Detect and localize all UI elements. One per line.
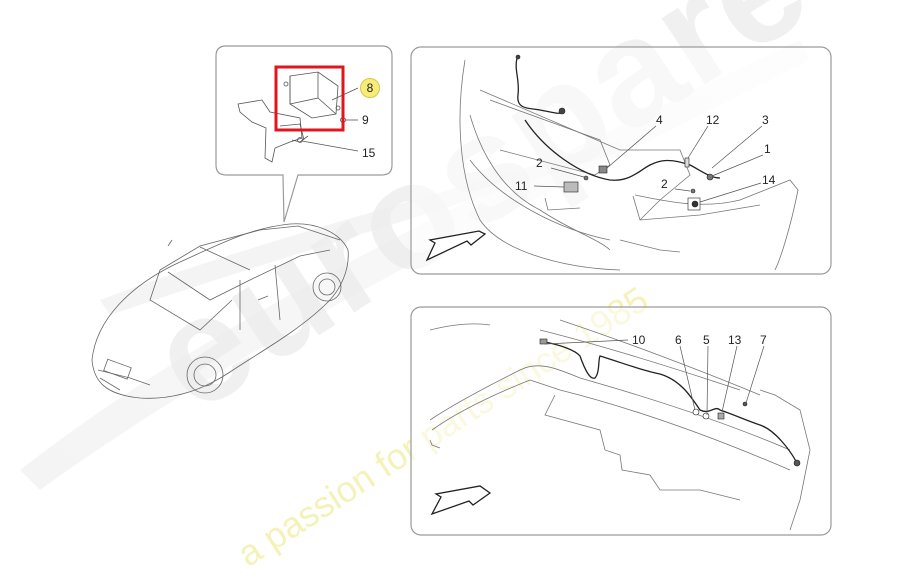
- rear-components: [539, 338, 801, 467]
- part-label-2-left[interactable]: 2: [536, 156, 543, 170]
- part-label-8-highlighted[interactable]: 8: [360, 78, 380, 98]
- control-unit-drawing: [237, 71, 346, 163]
- part-label-3[interactable]: 3: [762, 113, 769, 127]
- front-harness-drawing: [515, 57, 721, 181]
- part-label-15[interactable]: 15: [362, 146, 376, 160]
- part-label-6[interactable]: 6: [675, 333, 682, 347]
- front-bumper-drawing: [459, 59, 799, 271]
- part-label-9[interactable]: 9: [362, 113, 369, 127]
- part-label-11[interactable]: 11: [515, 179, 528, 193]
- front-panel-border: [410, 46, 832, 275]
- front-components: [515, 54, 714, 211]
- part-label-13[interactable]: 13: [728, 333, 742, 347]
- part-label-2-right[interactable]: 2: [661, 177, 668, 191]
- rear-harness-drawing: [544, 341, 798, 464]
- car-drawing: [91, 223, 349, 399]
- part-label-12[interactable]: 12: [706, 113, 720, 127]
- front-arrow-icon: [425, 230, 487, 262]
- part-label-7[interactable]: 7: [760, 333, 767, 347]
- rear-leader-lines: [544, 339, 765, 416]
- front-leader-lines: [533, 125, 764, 203]
- part-label-1[interactable]: 1: [764, 142, 771, 156]
- callout-panel-border: [215, 45, 393, 223]
- rear-panel-border: [410, 306, 832, 536]
- part-label-5[interactable]: 5: [703, 333, 710, 347]
- rear-arrow-icon: [430, 485, 492, 516]
- part-label-14[interactable]: 14: [762, 173, 776, 187]
- part-label-10[interactable]: 10: [632, 333, 646, 347]
- part-label-4[interactable]: 4: [656, 113, 663, 127]
- highlight-box: [274, 65, 345, 132]
